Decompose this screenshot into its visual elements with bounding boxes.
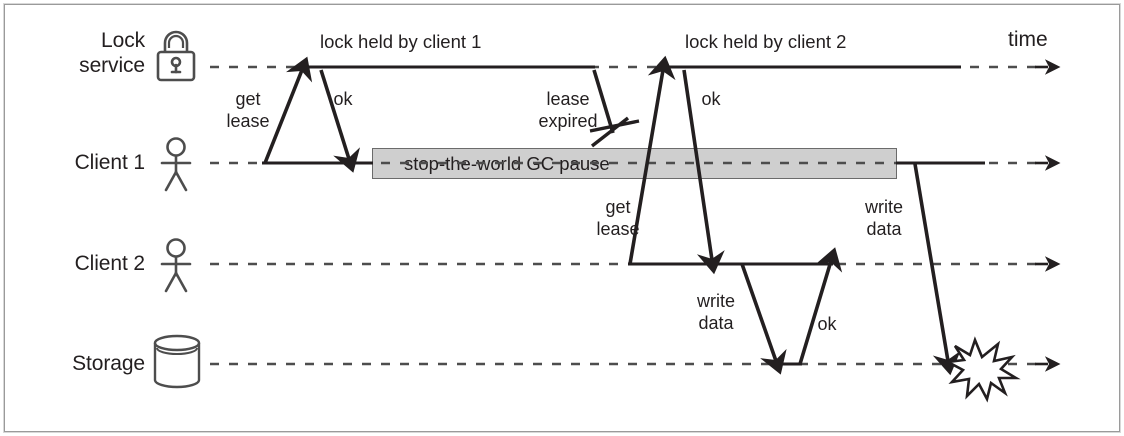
arrow-write-data-client1 xyxy=(913,163,961,376)
arrow-ok-storage-to-client2 xyxy=(798,247,843,365)
message-label-ok-lock-to-client2: ok xyxy=(701,89,721,109)
arrow-ok-lock-to-client2 xyxy=(682,69,725,275)
message-label-ok-storage-to-client2: ok xyxy=(817,314,837,334)
stick-figure-icon-client-2 xyxy=(160,238,192,293)
message-label-write-data-client2: write data xyxy=(696,291,735,333)
message-label-get-lease-client2: get lease xyxy=(596,197,640,239)
stick-figure-icon-client-1 xyxy=(160,137,192,192)
lane-label-client-1: Client 1 xyxy=(74,151,146,174)
arrow-lease-expired xyxy=(592,69,615,134)
lane-label-storage: Storage xyxy=(72,352,145,375)
arrow-write-data-client2 xyxy=(740,263,787,375)
time-axis-label: time xyxy=(1008,28,1048,51)
arrow-get-lease-client2 xyxy=(628,55,676,265)
lane-label-lock-service: Lock service xyxy=(79,29,145,77)
span-label-lock-held-client-1: lock held by client 1 xyxy=(320,31,482,52)
lane-label-client-2: Client 2 xyxy=(74,252,146,275)
padlock-icon xyxy=(156,30,196,82)
message-label-write-data-client1: write data xyxy=(864,197,903,239)
gc-pause-label: stop-the-world GC pause xyxy=(404,153,610,174)
arrow-ok-lock-to-client1 xyxy=(319,69,361,173)
message-label-get-lease-client1: get lease xyxy=(226,89,270,131)
span-label-lock-held-client-2: lock held by client 2 xyxy=(685,31,847,52)
explosion-burst-icon xyxy=(943,336,1021,403)
database-cylinder-icon xyxy=(153,334,201,389)
lease-expired-cross-icon xyxy=(589,116,640,148)
message-label-lease-expired: lease expired xyxy=(538,89,598,131)
figure-frame-shadow xyxy=(3,3,1121,433)
arrow-get-lease-client1 xyxy=(263,56,313,164)
message-label-ok-lock-to-client1: ok xyxy=(333,89,353,109)
